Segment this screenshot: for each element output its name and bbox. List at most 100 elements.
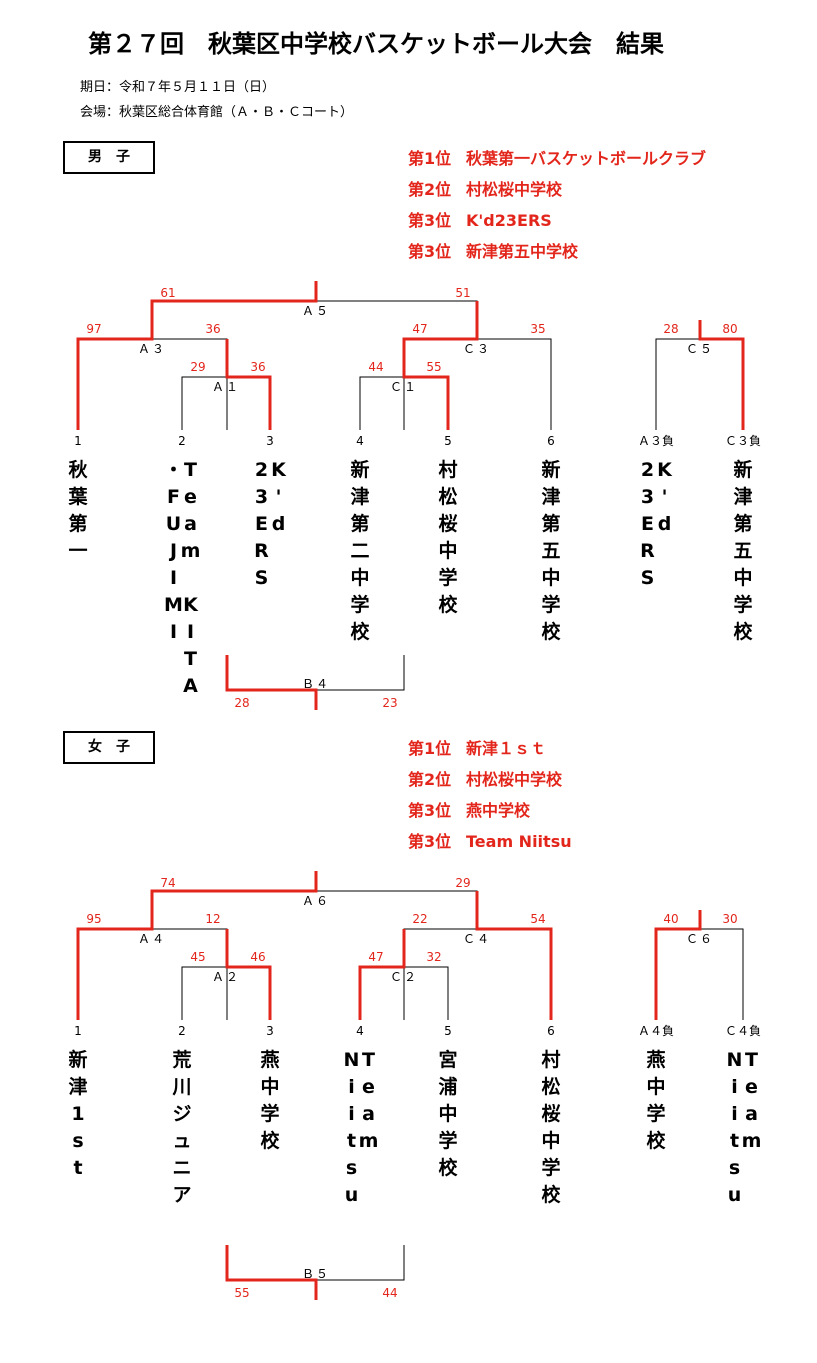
team-name: 新津第五中学校: [733, 458, 753, 643]
team-name-char: 第: [68, 512, 87, 535]
team-name-char: 燕: [260, 1048, 279, 1071]
team-name-char: N: [344, 1049, 360, 1071]
team-name-char: ニ: [172, 1157, 191, 1179]
seed-number: 5: [444, 1024, 452, 1038]
team-name-char: R: [640, 540, 655, 562]
team-name-char: 桜: [541, 1102, 560, 1125]
score: 29: [455, 876, 470, 890]
team-name-char: 校: [438, 1156, 458, 1179]
score: 29: [190, 360, 205, 374]
team-name-char: 校: [646, 1129, 666, 1152]
seed-number: 1: [74, 1024, 82, 1038]
seed-number: 4: [356, 1024, 364, 1038]
team-name: 新津第五中学校: [541, 458, 561, 643]
team-name-char: 2: [641, 459, 654, 481]
boys-bracket: Ａ５ Ａ３ Ａ１ Ｃ３ Ｃ１ Ｃ５ Ｂ４ 61 51 97 36 29 36 4…: [67, 281, 761, 710]
score: 45: [190, 950, 205, 964]
team-name-char: 中: [541, 1129, 560, 1152]
score: 51: [455, 286, 470, 300]
team-name-char: 津: [68, 1075, 87, 1098]
team-name-char: ': [662, 486, 668, 508]
team-name-char: m: [742, 1130, 762, 1152]
team-name-char: I: [187, 621, 194, 643]
team-name-char: E: [641, 513, 654, 535]
match-label: Ａ６: [302, 894, 330, 908]
team-name-char: 校: [438, 593, 458, 616]
score: 47: [368, 950, 383, 964]
seed-number: Ａ３負: [638, 434, 674, 448]
team-name-char: 村: [541, 1048, 560, 1071]
winner-paths: [76, 281, 745, 710]
team-name-char: e: [184, 486, 197, 508]
team-name-char: U: [166, 513, 181, 535]
team-name-char: 第: [541, 512, 560, 535]
team-name-char: 第: [350, 512, 369, 535]
team-name-char: 校: [541, 620, 561, 643]
team-name: 村松桜中学校: [541, 1048, 561, 1206]
winner-paths: [76, 871, 702, 1300]
team-name-char: m: [359, 1130, 379, 1152]
team-name-char: M: [164, 594, 183, 616]
team-name-char: 中: [646, 1075, 665, 1098]
team-name-char: T: [362, 1049, 375, 1071]
team-name-char: 1: [71, 1103, 84, 1125]
team-name-char: 学: [733, 593, 752, 616]
team-name-char: ア: [172, 1184, 191, 1206]
score: 35: [530, 322, 545, 336]
team-name-char: K: [271, 459, 287, 481]
match-label: Ａ２: [212, 970, 240, 984]
team-name-char: ジ: [172, 1103, 191, 1125]
team-name-char: E: [255, 513, 268, 535]
match-label: Ｃ６: [686, 932, 714, 946]
team-name-char: u: [345, 1184, 359, 1206]
team-name-char: i: [731, 1076, 738, 1098]
team-name-char: a: [362, 1103, 375, 1125]
team-name-char: 新: [68, 1048, 87, 1071]
team-name-char: K: [657, 459, 673, 481]
team-name-char: e: [362, 1076, 375, 1098]
team-name-char: 学: [541, 593, 560, 616]
team-name-char: 秋: [68, 458, 88, 481]
team-name-char: R: [254, 540, 269, 562]
team-name-char: 校: [733, 620, 753, 643]
team-name-char: a: [184, 513, 197, 535]
team-name-char: T: [184, 459, 197, 481]
score: 32: [426, 950, 441, 964]
team-name-char: F: [167, 486, 180, 508]
team-name-char: 五: [733, 540, 752, 562]
score: 28: [234, 696, 249, 710]
rank-place: 第1位: [408, 149, 452, 168]
seed-number: Ｃ３負: [725, 434, 761, 448]
match-label: Ｂ５: [302, 1267, 330, 1281]
team-name-char: i: [348, 1103, 355, 1125]
team-name-char: i: [731, 1103, 738, 1125]
team-name-char: 学: [438, 566, 457, 589]
score: 44: [368, 360, 383, 374]
team-name: K'd23ERS: [640, 459, 673, 589]
team-name-char: d: [272, 513, 286, 535]
team-name-char: I: [170, 567, 177, 589]
rank-team: 秋葉第一バスケットボールクラブ: [466, 149, 707, 168]
girls-rank-1: 第1位新津１ｓｔ: [408, 735, 546, 759]
score: 36: [250, 360, 265, 374]
match-label: Ｃ２: [390, 970, 418, 984]
team-name-char: s: [729, 1157, 740, 1179]
team-name: 新津1st: [68, 1048, 87, 1179]
boys-division-label: 男 子: [63, 141, 155, 174]
seed-number: Ａ４負: [638, 1024, 674, 1038]
team-name-char: e: [745, 1076, 758, 1098]
score: 40: [663, 912, 678, 926]
team-name-char: 2: [255, 459, 268, 481]
team-name-char: d: [658, 513, 672, 535]
team-name-char: K: [183, 594, 199, 616]
rank-team: 新津１ｓｔ: [466, 739, 547, 758]
boys-rank-1: 第1位秋葉第一バスケットボールクラブ: [408, 145, 706, 169]
team-name-char: S: [255, 567, 269, 589]
team-name-char: 中: [260, 1075, 279, 1098]
match-label: Ｃ５: [686, 342, 714, 356]
